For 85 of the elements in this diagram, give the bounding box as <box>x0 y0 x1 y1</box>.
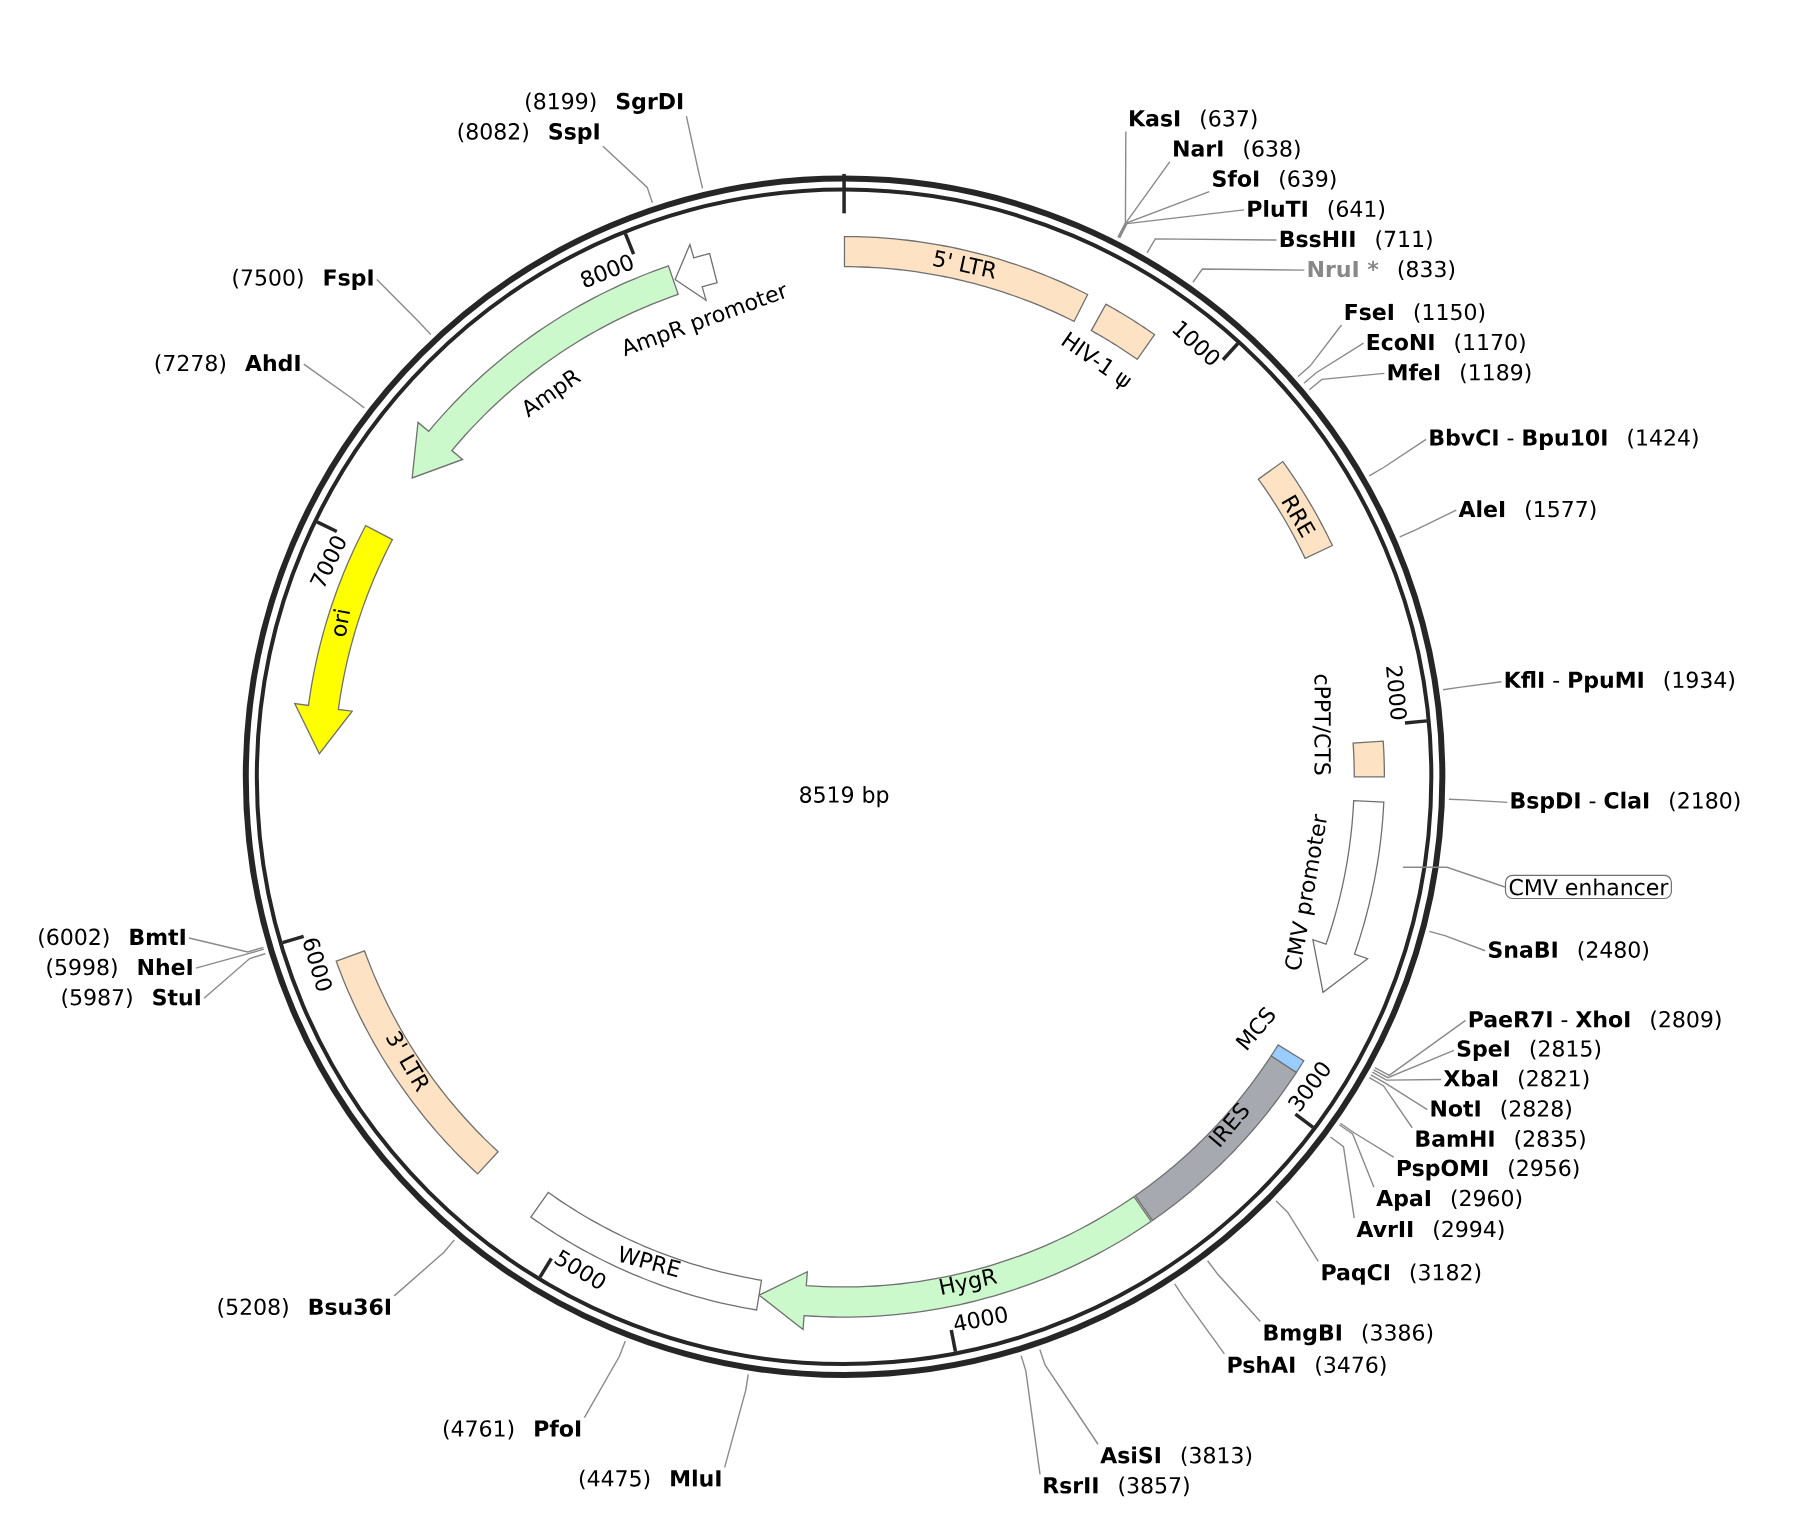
site-label: BspDI - ClaI (2180) <box>1511 791 1740 813</box>
leader-line <box>1117 130 1127 238</box>
site-label: NruI * (833) <box>1308 260 1455 280</box>
site-label: (4761) PfoI <box>443 1419 581 1440</box>
leader-line <box>1372 1049 1455 1079</box>
site-label: BmgBI (3386) <box>1264 1323 1433 1346</box>
leader-line <box>1368 438 1427 477</box>
leader-line <box>602 145 654 204</box>
site-label: NotI (2828) <box>1431 1099 1571 1120</box>
site-label: PspOMI (2956) <box>1397 1159 1579 1181</box>
site-label: AsiSI (3813) <box>1100 1446 1252 1467</box>
site-label: AleI (1577) <box>1458 500 1596 520</box>
site-label: FseI (1150) <box>1345 303 1485 323</box>
site-label: MfeI (1189) <box>1388 363 1531 384</box>
leader-line <box>1329 1136 1355 1219</box>
site-label: RsrII (3857) <box>1044 1476 1189 1497</box>
site-label: KflI - PpuMI (1934) <box>1505 671 1734 693</box>
site-label: (5998) NheI <box>47 958 192 978</box>
site-label: ApaI (2960) <box>1376 1189 1522 1211</box>
leader-line <box>1146 238 1278 254</box>
site-label: (6002) BmtI <box>39 928 185 948</box>
site-label: (7278) AhdI <box>155 354 300 374</box>
tick-label: 2000 <box>1386 665 1407 720</box>
site-label: PaeR7I - XhoI (2809) <box>1469 1010 1721 1031</box>
leader-line <box>1303 342 1365 384</box>
leader-line <box>393 1239 456 1297</box>
leader-line <box>1174 1283 1226 1355</box>
site-label: KasI (637) <box>1130 109 1257 130</box>
leader-line <box>1117 160 1171 239</box>
leader-line <box>1275 1200 1319 1263</box>
leader-line <box>1039 1348 1099 1445</box>
site-label: AvrII (2994) <box>1356 1220 1504 1240</box>
site-label: (7500) FspI <box>233 268 373 291</box>
leader-line <box>195 948 265 969</box>
leader-line <box>1442 681 1503 691</box>
site-label: (8199) SgrDI <box>526 92 683 114</box>
leader-line <box>303 363 365 409</box>
site-label: PshAI (3476) <box>1228 1356 1386 1376</box>
site-label: XbaI (2821) <box>1443 1069 1589 1090</box>
leader-line <box>1339 1122 1395 1158</box>
leader-line <box>685 115 704 190</box>
site-label: NarI (638) <box>1174 139 1300 160</box>
leader-line <box>188 937 265 953</box>
leader-line <box>376 278 432 336</box>
leader-line <box>1308 372 1386 391</box>
feature-block: cPPT/CTS <box>1312 674 1386 778</box>
leader-line <box>1297 324 1343 378</box>
size-label: 8519 bp <box>800 785 889 808</box>
leader-line <box>203 953 266 999</box>
leader-line <box>1371 1071 1442 1081</box>
site-label: BbvCI - Bpu10I (1424) <box>1430 428 1698 451</box>
leader-line <box>583 1340 626 1419</box>
tick-label: 6000 <box>303 938 332 991</box>
leader-line <box>1020 1354 1041 1476</box>
site-label: SfoI (639) <box>1213 169 1336 190</box>
site-label: BssHII (711) <box>1280 230 1432 250</box>
leader-line <box>1399 509 1457 538</box>
site-label: (5208) Bsu36I <box>218 1298 390 1318</box>
site-label: PaqCI (3182) <box>1322 1263 1481 1285</box>
leader-line <box>1118 191 1210 239</box>
site-label: PluTI (641) <box>1248 200 1385 220</box>
leader-line <box>1368 1076 1413 1129</box>
site-label: (8082) SspI <box>458 122 599 144</box>
node-label: cPPT/CTS <box>1312 674 1331 775</box>
site-label: EcoNI (1170) <box>1367 333 1525 353</box>
feature-block: 5' LTR <box>843 235 1089 323</box>
site-label: SnaBI (2480) <box>1489 940 1648 961</box>
leader-line <box>1402 866 1506 888</box>
leader-line <box>1206 1260 1261 1323</box>
leader-line <box>1374 1019 1467 1077</box>
leader-line <box>1448 798 1508 804</box>
site-label: (5987) StuI <box>62 988 200 1009</box>
leader-line <box>1338 1124 1375 1188</box>
leader-line <box>1118 209 1245 239</box>
site-label: (4475) MluI <box>579 1469 721 1490</box>
feature-label: CMV enhancer <box>1504 874 1672 900</box>
tick-label: 7000 <box>309 536 346 587</box>
leader-line <box>1192 268 1306 283</box>
site-label: BamHI (2835) <box>1416 1129 1585 1150</box>
leader-line <box>723 1373 749 1469</box>
feature-block: CMV promoter <box>1285 799 1385 994</box>
leader-line <box>1370 1074 1428 1111</box>
tick-label: 4000 <box>954 1306 1007 1331</box>
site-label: SpeI (2815) <box>1457 1039 1601 1062</box>
leader-line <box>1428 930 1486 952</box>
